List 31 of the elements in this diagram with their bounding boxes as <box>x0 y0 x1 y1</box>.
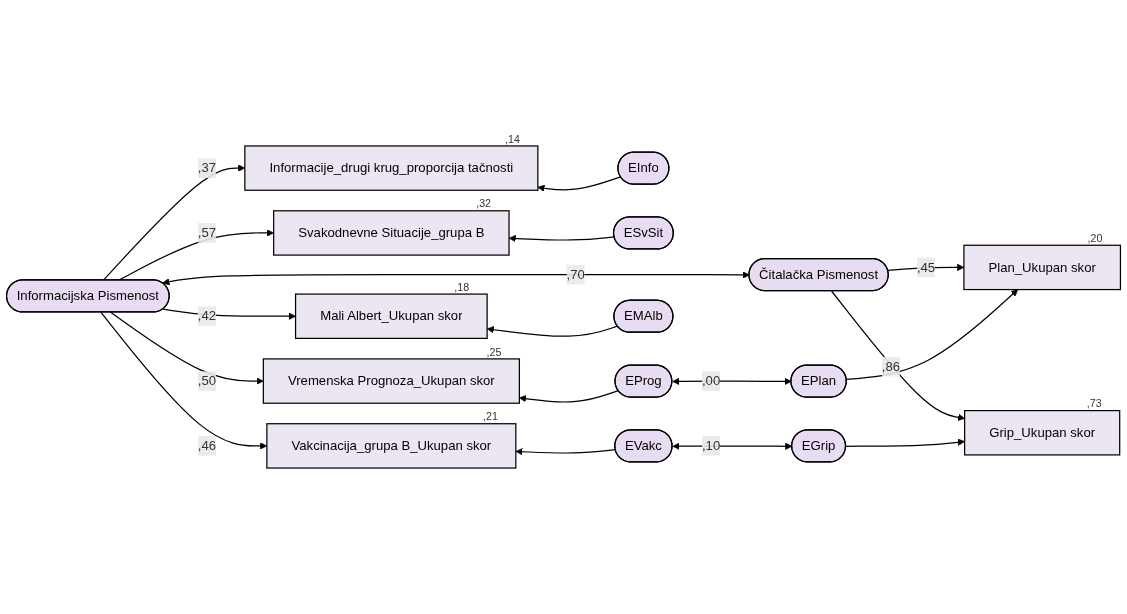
edge-label: ,50 <box>197 373 217 388</box>
arrow <box>110 311 264 385</box>
r-squared-value: ,14 <box>505 132 520 145</box>
edge-label: ,86 <box>881 359 901 374</box>
node-box: Grip_Ukupan skor <box>964 410 1121 456</box>
r-squared-value: ,21 <box>483 410 498 423</box>
edge-label: ,10 <box>701 438 721 453</box>
arrow <box>830 290 965 421</box>
r-squared-value: ,73 <box>1086 397 1102 410</box>
edge-label: ,42 <box>197 308 217 323</box>
edge-label: ,57 <box>197 225 217 240</box>
node-box: Vakcinacija_grupa B_Ukupan skor <box>266 423 517 469</box>
arrow <box>162 271 750 286</box>
r-squared-value: ,32 <box>476 197 492 210</box>
node-box: Svakodnevne Situacije_grupa B <box>273 210 510 256</box>
node-box: Mali Albert_Ukupan skor <box>294 293 488 339</box>
edge-label: ,45 <box>916 260 936 274</box>
r-squared-value: ,18 <box>454 280 470 293</box>
node-box: Vremenska Prognoza_Ukupan skor <box>262 358 520 404</box>
r-squared-value: ,20 <box>1087 231 1103 244</box>
arrow <box>537 176 622 192</box>
edge-label: ,70 <box>566 267 585 282</box>
node-box: Plan_Ukupan skor <box>963 244 1122 291</box>
edge-label: ,37 <box>197 160 217 175</box>
edge-label: ,46 <box>197 438 217 453</box>
arrow <box>845 438 965 447</box>
edge-label: ,00 <box>701 373 721 388</box>
arrow <box>519 390 619 403</box>
node-box: Informacije_drugi krug_proporcija tačnosti <box>244 145 539 191</box>
r-squared-value: ,25 <box>486 345 502 358</box>
arrow <box>162 308 296 320</box>
